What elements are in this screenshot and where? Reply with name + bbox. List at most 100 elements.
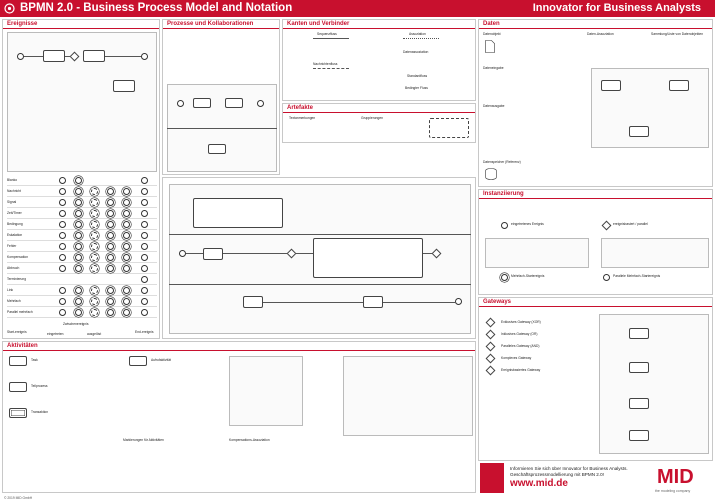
transaction-label: Transaktion <box>31 410 49 414</box>
event-symbol-icon <box>141 265 148 272</box>
event-symbol-icon <box>141 287 148 294</box>
pool-task <box>225 98 243 108</box>
bpmn-logo-icon <box>4 3 15 14</box>
event-symbol-icon <box>123 287 130 294</box>
data-header-bar <box>479 20 712 29</box>
event-row-label: Zeit/Timer <box>7 211 22 215</box>
group-sample <box>429 118 469 138</box>
event-symbol-icon <box>107 265 114 272</box>
data-store-label: Datenspeicher (Referenz) <box>483 160 521 164</box>
task-shape <box>9 356 27 366</box>
activities-heading: Aktivitäten <box>7 343 38 349</box>
gateway-example-task <box>629 362 649 373</box>
event-symbol-icon <box>141 188 148 195</box>
promo-url-link[interactable]: www.mid.de <box>510 478 568 489</box>
event-symbol-icon <box>59 298 66 305</box>
gateway-inclusive-icon <box>485 329 496 340</box>
event-symbol-icon <box>91 232 98 239</box>
event-symbol-icon <box>91 309 98 316</box>
mid-brand-subtitle: the modeling company <box>655 489 691 493</box>
main-task <box>243 296 263 308</box>
event-row-divider <box>7 218 157 219</box>
start-event-label: Start-ereignis <box>7 330 27 334</box>
event-row-divider <box>7 262 157 263</box>
message-flow-label: Nachrichtenfluss <box>313 62 338 66</box>
event-row-divider <box>7 273 157 274</box>
event-symbol-icon <box>75 265 82 272</box>
event-symbol-icon <box>141 177 148 184</box>
event-symbol-icon <box>107 243 114 250</box>
events-example-end-icon <box>141 53 148 60</box>
data-input-label: Dateneingabe <box>483 66 504 70</box>
event-symbol-icon <box>141 199 148 206</box>
event-symbol-icon <box>123 199 130 206</box>
event-symbol-icon <box>107 287 114 294</box>
event-row-label: Kompensation <box>7 255 29 259</box>
data-store-icon <box>485 168 497 180</box>
pool-start-icon <box>177 100 184 107</box>
text-annotation-label: Textanmerkungen <box>289 116 316 120</box>
event-symbol-icon <box>107 221 114 228</box>
event-symbol-icon <box>75 232 82 239</box>
edges-panel: Kanten und Verbinder Sequenzfluss Assozi… <box>282 19 476 101</box>
event-row-label: Mehrfach <box>7 299 21 303</box>
event-symbol-icon <box>141 254 148 261</box>
gateway-example-diagram <box>599 314 709 454</box>
event-row-divider <box>7 284 157 285</box>
event-row-divider <box>7 185 157 186</box>
main-subprocess <box>313 238 423 278</box>
event-symbol-icon <box>123 309 130 316</box>
event-symbol-icon <box>107 254 114 261</box>
pool-end-icon <box>257 100 264 107</box>
multiple-start-icon <box>501 274 508 281</box>
event-symbol-icon <box>141 210 148 217</box>
event-row-label: Link <box>7 288 14 292</box>
event-symbol-icon <box>123 243 130 250</box>
flow-line <box>24 56 43 57</box>
event-symbol-icon <box>59 188 66 195</box>
data-example-task <box>601 80 621 91</box>
flow-line <box>383 302 455 303</box>
transaction-diagram <box>343 356 473 436</box>
catching-event-icon <box>501 222 508 229</box>
catching-event-label: eingetretenes Ereignis <box>511 222 544 226</box>
edges-header-bar <box>283 20 475 29</box>
main-task <box>363 296 383 308</box>
flow-line <box>263 302 363 303</box>
event-row-label: Fehler <box>7 244 17 248</box>
mid-brand-logo: MID <box>657 466 694 488</box>
gateway-inclusive-label: Inklusives Gateway (OR) <box>501 332 538 336</box>
flow-line <box>186 253 203 254</box>
gateways-header-bar <box>479 298 712 307</box>
event-symbol-icon <box>91 265 98 272</box>
event-symbol-icon <box>91 287 98 294</box>
copyright-text: © 2019 MID GmbH <box>4 496 33 500</box>
event-symbol-icon <box>59 287 66 294</box>
message-flow-sample <box>313 68 349 69</box>
event-symbol-icon <box>59 221 66 228</box>
gateway-complex-icon <box>485 353 496 364</box>
event-symbol-icon <box>107 309 114 316</box>
artifacts-header-bar <box>283 104 475 113</box>
data-output-label: Datenausgabe <box>483 104 505 108</box>
events-heading: Ereignisse <box>7 21 38 27</box>
event-symbol-icon <box>141 309 148 316</box>
event-symbol-icon <box>59 265 66 272</box>
instantiation-header-bar <box>479 190 712 199</box>
multiple-start-label: Mehrfach-Startereignis <box>511 274 545 278</box>
compensation-label: Kompensations-Assoziation <box>229 438 270 442</box>
default-flow-label: Standardfluss <box>407 74 428 78</box>
event-symbol-icon <box>59 254 66 261</box>
sequence-flow-label: Sequenzfluss <box>317 32 337 36</box>
event-row-divider <box>7 207 157 208</box>
data-heading: Daten <box>483 21 500 27</box>
data-example-task <box>629 126 649 137</box>
events-example-task <box>43 50 65 62</box>
event-symbol-icon <box>107 210 114 217</box>
lane-divider <box>169 284 471 285</box>
event-symbol-icon <box>59 309 66 316</box>
event-symbol-icon <box>75 287 82 294</box>
events-example-start-icon <box>17 53 24 60</box>
event-symbol-icon <box>91 243 98 250</box>
